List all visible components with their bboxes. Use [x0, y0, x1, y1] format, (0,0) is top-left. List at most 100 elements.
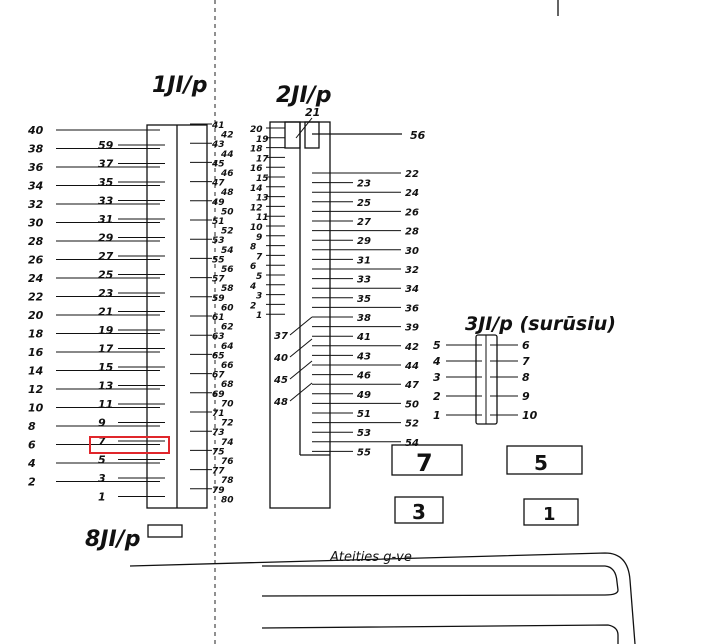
connector-2-right-label: 25 — [357, 198, 371, 209]
connector-1-right-label: 50 — [221, 207, 234, 217]
connector-2-left-label: 14 — [250, 184, 263, 194]
connector-1-right-label: 72 — [221, 419, 234, 429]
connector-8-body — [147, 524, 183, 538]
connector-1-right-label: 59 — [212, 294, 225, 304]
connector-1-right-label: 75 — [212, 447, 225, 457]
connector-1-inner-label: 35 — [98, 176, 114, 189]
connector-1-right-label: 48 — [220, 188, 234, 198]
connector-2-right-label: 34 — [405, 284, 419, 295]
connector-1-right-label: 63 — [212, 332, 225, 342]
connector-2-right-label: 32 — [405, 265, 419, 276]
block-3 — [394, 496, 444, 524]
connector-3-right-label: 6 — [522, 339, 530, 352]
street-outline-lower — [261, 624, 619, 644]
connector-2-right-label: 50 — [405, 399, 419, 410]
connector-1-inner-label: 7 — [98, 435, 106, 448]
connector-1-outer-label: 6 — [28, 439, 36, 452]
connector-1-right-label: 46 — [220, 169, 234, 179]
connector-2-right-label: 26 — [405, 207, 419, 218]
block-3-label: 3 — [412, 500, 426, 524]
connector-2-right-label: 44 — [404, 361, 419, 372]
connector-3-left-label: 1 — [433, 409, 441, 422]
connector-1-right-label: 42 — [220, 131, 234, 141]
connector-2-right-label: 29 — [357, 236, 371, 247]
connector-2-inner-label: 45 — [273, 375, 288, 386]
connector-1-outer-label: 30 — [28, 217, 44, 230]
connector-1-right-label: 76 — [221, 457, 234, 467]
connector-2-right-label: 33 — [357, 275, 371, 286]
connector-2-right-label: 41 — [356, 332, 371, 343]
highlight-box[interactable] — [89, 436, 170, 454]
connector-1-right-label: 65 — [212, 351, 225, 361]
leader-line — [295, 117, 313, 139]
street-outline-outer — [129, 552, 636, 644]
connector-2-left-label: 1 — [256, 311, 262, 321]
connector-1-right-label: 57 — [212, 275, 225, 285]
connector-1-outer-label: 8 — [28, 420, 36, 433]
connector-1-right-label: 79 — [212, 486, 225, 496]
block-1-label: 1 — [543, 504, 556, 525]
connector-3-right-label: 7 — [522, 355, 530, 368]
connector-2-top-label: 21 — [305, 106, 320, 119]
connector-1-right-label: 49 — [211, 198, 225, 208]
connector-1-inner-label: 21 — [98, 306, 113, 319]
connector-1-inner-label: 23 — [98, 287, 114, 300]
connector-1-outer-label: 36 — [28, 161, 44, 174]
connector-2-inner-label: 37 — [274, 331, 288, 342]
connector-8-title: 8JI/p — [85, 527, 140, 552]
connector-1-outer-label: 26 — [28, 254, 44, 267]
connector-1-inner-label: 37 — [98, 158, 114, 171]
connector-2-right-label: 28 — [405, 227, 419, 238]
connector-1-outer-label: 20 — [28, 309, 44, 322]
connector-1-inner-label: 15 — [98, 361, 114, 374]
block-1 — [523, 498, 579, 526]
connector-2-right-label: 42 — [404, 342, 419, 353]
connector-1-inner-label: 31 — [98, 213, 113, 226]
connector-1-outer-label: 12 — [28, 383, 44, 396]
connector-1-right-label: 71 — [212, 409, 225, 419]
block-5 — [506, 445, 583, 475]
connector-2-right-label: 36 — [405, 303, 419, 314]
connector-2-left-label: 9 — [256, 233, 262, 243]
connector-2-right-label: 39 — [405, 323, 419, 334]
leader-line — [289, 316, 313, 336]
connector-1-right-label: 58 — [221, 284, 234, 294]
leader-line — [289, 360, 313, 380]
connector-2-left-label: 12 — [250, 203, 263, 213]
connector-1-right-label: 43 — [211, 140, 225, 150]
connector-1-right-label: 47 — [211, 179, 225, 189]
connector-3-left-label: 4 — [432, 355, 441, 368]
connector-1-title: 1JI/p — [152, 73, 207, 98]
connector-1-right-label: 55 — [212, 255, 225, 265]
street-label: Ateities g-ve — [329, 550, 412, 565]
connector-2-right-label: 55 — [357, 447, 371, 458]
connector-2-left-label: 4 — [249, 282, 256, 292]
connector-2-inner-label: 48 — [273, 397, 288, 408]
connector-1-right-label: 44 — [220, 150, 234, 160]
connector-1-right-label: 74 — [221, 438, 234, 448]
connector-1-right-label: 56 — [221, 265, 234, 275]
connector-1-right-label: 68 — [221, 380, 234, 390]
connector-2-right-label: 35 — [357, 294, 371, 305]
leader-line — [289, 382, 313, 402]
connector-1-outer-label: 28 — [28, 235, 44, 248]
connector-3-left-label: 2 — [433, 390, 441, 403]
connector-2-left-label: 2 — [250, 301, 256, 311]
block-7-label: 7 — [416, 449, 433, 477]
connector-1-outer-label: 34 — [28, 180, 43, 193]
connector-1-inner-label: 13 — [98, 380, 114, 393]
connector-1-right-label: 78 — [221, 476, 234, 486]
street-outline-inner — [261, 565, 619, 597]
connector-2-label-56: 56 — [410, 129, 426, 142]
connector-2-pin-box-a — [284, 121, 301, 149]
connector-2-right-label: 53 — [357, 428, 371, 439]
connector-3-left-label: 5 — [433, 339, 441, 352]
connector-1-inner-label: 5 — [98, 454, 106, 467]
connector-2-right-label: 51 — [357, 409, 371, 420]
connector-2-right-label: 30 — [405, 246, 419, 257]
connector-2-left-label: 19 — [256, 135, 269, 145]
connector-2-inner-label: 40 — [273, 353, 288, 364]
connector-1-inner-label: 9 — [98, 417, 106, 430]
connector-1-inner-label: 59 — [98, 139, 114, 152]
